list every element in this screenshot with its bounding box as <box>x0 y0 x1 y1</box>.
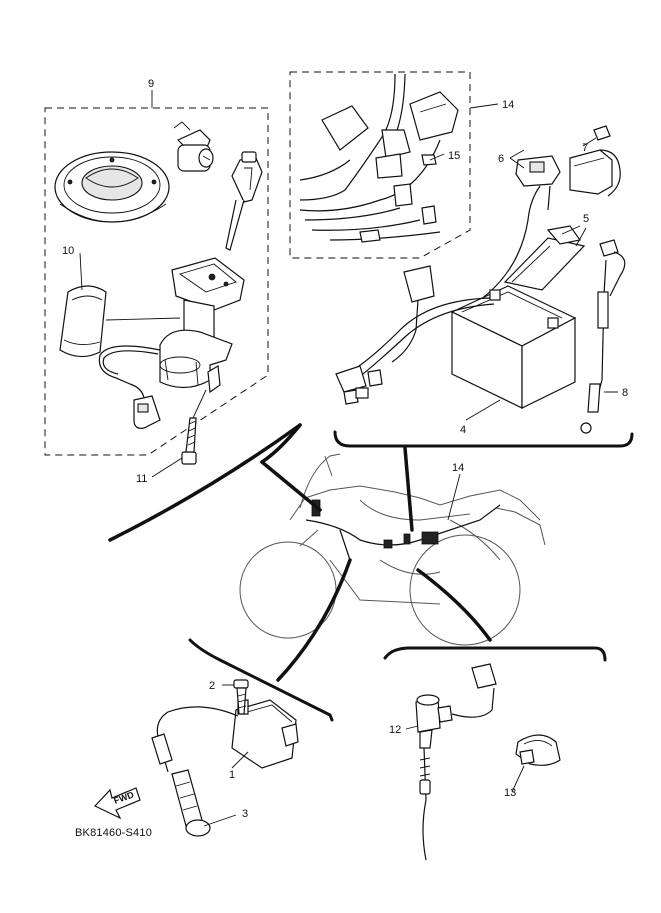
callout-7: 7 <box>582 142 588 154</box>
callout-1: 1 <box>229 769 235 781</box>
shear-bolt <box>181 389 207 465</box>
battery-lead <box>335 265 495 405</box>
callout-labels: 1 2 3 4 5 6 7 8 9 10 11 12 13 14 14 15 <box>62 78 628 820</box>
seat-lock-cylinder <box>173 121 214 172</box>
switch-cover <box>59 285 181 358</box>
callout-5: 5 <box>583 213 589 225</box>
coil-bolt <box>233 679 249 715</box>
callout-13: 13 <box>504 787 516 799</box>
callout-8: 8 <box>622 387 628 399</box>
callout-4: 4 <box>460 424 466 436</box>
wire-harness-detail-group <box>289 71 499 259</box>
ignition-key <box>225 151 263 251</box>
starter-relay <box>479 125 621 301</box>
lock-set-group <box>44 90 269 465</box>
sensor-clamp <box>515 734 561 766</box>
callout-2: 2 <box>209 680 215 692</box>
fuel-tank-cap <box>54 151 170 223</box>
harness-bundle <box>299 73 459 243</box>
callout-12: 12 <box>389 724 401 736</box>
callout-leaders <box>79 153 618 827</box>
callout-11: 11 <box>136 473 147 485</box>
battery <box>450 285 577 421</box>
zone-leaders <box>108 423 492 682</box>
sensor-group <box>383 646 607 861</box>
callout-10: 10 <box>62 245 74 257</box>
battery-band <box>503 225 586 291</box>
callout-3: 3 <box>242 808 248 820</box>
callout-14-bike: 14 <box>452 462 464 474</box>
battery-group <box>333 125 634 448</box>
neutral-switch <box>415 663 497 861</box>
diagram-code: BK81460-S410 <box>75 827 152 839</box>
callout-15: 15 <box>448 150 460 162</box>
callout-6: 6 <box>498 153 504 165</box>
minus-lead <box>580 239 626 434</box>
callout-9: 9 <box>148 78 154 90</box>
fwd-arrow-icon: FWD <box>94 787 141 820</box>
ignition-coil-group: FWD <box>94 638 334 837</box>
main-switch-lead <box>98 345 161 429</box>
callout-14-harness-detail: 14 <box>502 99 514 111</box>
main-switch <box>159 257 245 394</box>
plug-cap <box>151 706 239 837</box>
